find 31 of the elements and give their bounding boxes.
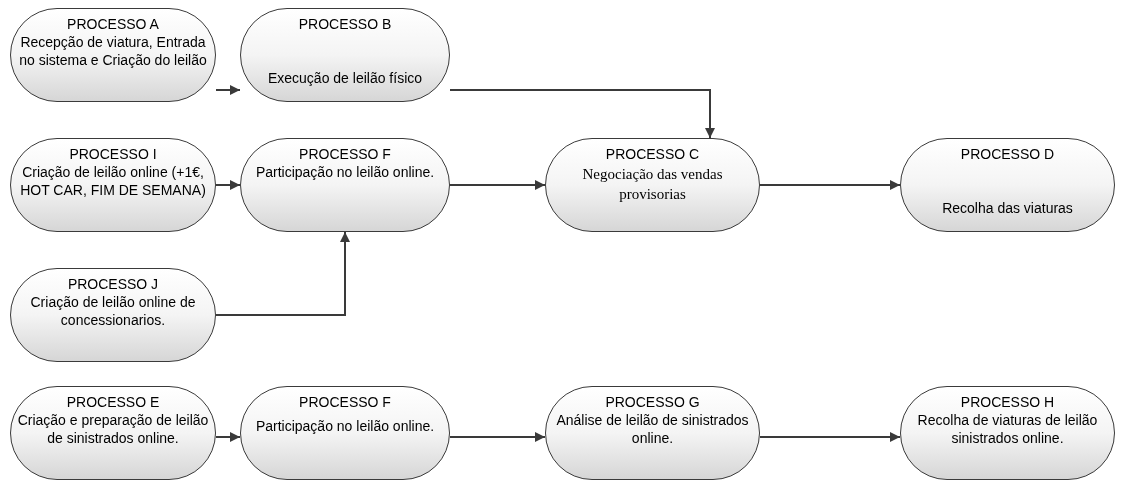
process-title: PROCESSO I: [69, 145, 157, 164]
arrow: [759, 432, 901, 442]
process-description: Criação de leilão online de concessionarios.: [29, 293, 197, 330]
process-title: PROCESSO G: [605, 393, 700, 412]
arrow: [449, 180, 546, 190]
arrow: [759, 180, 901, 190]
arrow: [449, 432, 546, 442]
process-title: PROCESSO F: [299, 145, 391, 164]
process-description: Participação no leilão online.: [255, 417, 435, 436]
arrow: [215, 432, 241, 442]
process-title: PROCESSO E: [66, 393, 160, 412]
process-title: PROCESSO F: [299, 393, 391, 412]
process-description: Recolha das viaturas: [942, 198, 1073, 217]
process-description: Recepção de viatura, Entrada no sistema e Criação do leilão: [18, 33, 208, 70]
process-description: Negociação das vendas provisorias: [581, 165, 724, 204]
arrow: [449, 89, 715, 139]
arrow: [215, 85, 241, 95]
process-description: Criação e preparação de leilão de sinistrados online.: [16, 411, 210, 448]
process-description: Recolha de viaturas de leilão sinistrados online.: [916, 411, 1099, 448]
process-description: Criação de leilão online (+1€, HOT CAR, FIM DE SEMANA): [19, 163, 207, 200]
process-title: PROCESSO A: [67, 15, 159, 34]
process-description: Participação no leilão online.: [255, 163, 435, 182]
arrow: [215, 180, 241, 190]
process-title: PROCESSO J: [67, 275, 159, 294]
process-title: PROCESSO D: [960, 145, 1055, 164]
process-description: Execução de leilão físico: [267, 68, 423, 87]
process-title: PROCESSO H: [960, 393, 1055, 412]
process-description: Análise de leilão de sinistrados online.: [555, 411, 750, 448]
arrow: [215, 231, 350, 316]
process-title: PROCESSO B: [298, 15, 392, 34]
process-title: PROCESSO C: [605, 145, 700, 164]
